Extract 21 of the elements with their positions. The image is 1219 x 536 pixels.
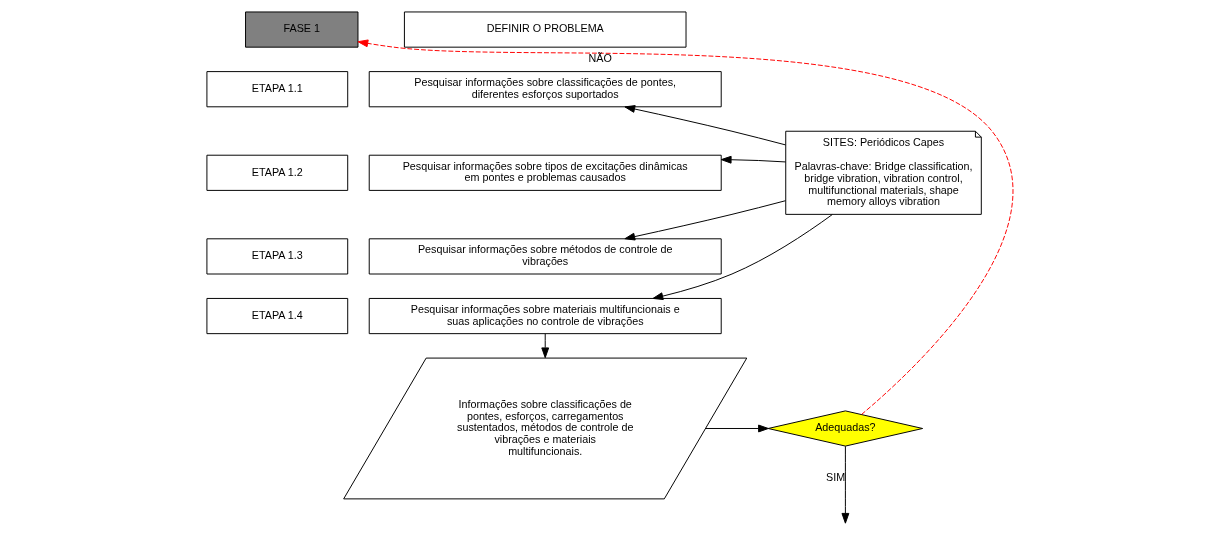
arrow: [841, 445, 849, 524]
arrow: [357, 39, 1013, 415]
arrow: [704, 424, 769, 433]
arrow: [623, 200, 786, 241]
arrow: [652, 214, 833, 300]
node-box: DEFINIR O PROBLEMA: [403, 11, 686, 48]
node-box: ETAPA 1.2: [205, 154, 348, 191]
arrow: [720, 155, 786, 164]
edge-label: SIM: [825, 471, 845, 484]
node-box: ETAPA 1.4: [205, 297, 348, 335]
node-box: ETAPA 1.1: [205, 71, 348, 108]
node-box: FASE 1: [244, 11, 358, 48]
edge-label: NÃO: [588, 51, 612, 64]
arrow: [623, 105, 786, 146]
node-box: Pesquisar informações sobre materiais multifuncionais e suas aplicações no controle de vibrações: [368, 297, 722, 335]
node-box: Pesquisar informações sobre classificações de pontes, diferentes esforços suportados: [368, 71, 722, 108]
arrow: [540, 333, 549, 359]
node-box: Pesquisar informações sobre tipos de excitações dinâmicas em pontes e problemas causados: [368, 154, 722, 191]
node-diamond: Adequadas?: [767, 410, 923, 447]
node-box: ETAPA 1.3: [205, 238, 348, 275]
node-box: Pesquisar informações sobre métodos de controle de vibrações: [368, 238, 722, 275]
